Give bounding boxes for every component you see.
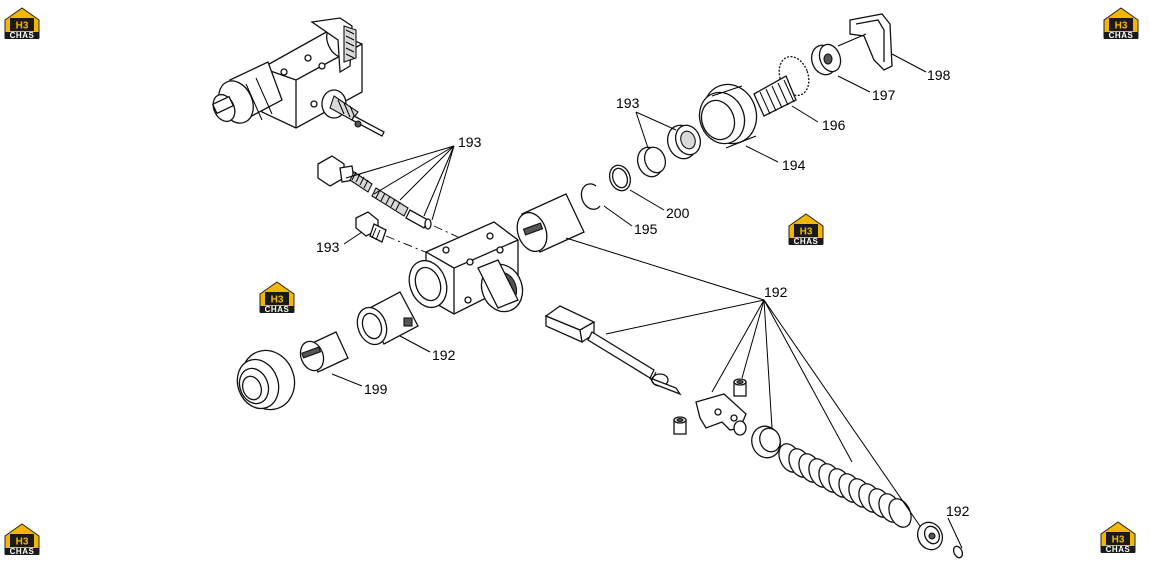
part-199-end-cap [236, 349, 296, 411]
watermark-logo-top-left: H3 CHAS [4, 7, 40, 40]
svg-text:H3: H3 [800, 227, 813, 238]
label-197: 197 [872, 87, 896, 103]
svg-text:CHAS: CHAS [1109, 31, 1134, 40]
label-199: 199 [364, 381, 388, 397]
watermark-logo-bottom-right: H3 CHAS [1100, 521, 1136, 554]
label-192-left: 192 [432, 347, 456, 363]
part-193-plug-spring-set [317, 155, 432, 230]
central-valve-body [408, 221, 524, 315]
part-192-coil-spring [778, 443, 912, 528]
label-200: 200 [666, 205, 690, 221]
part-192-plunger-rod [544, 305, 682, 396]
part-192-sleeve [356, 291, 419, 346]
svg-text:H3: H3 [271, 295, 284, 306]
watermark-logo-center-right: H3 CHAS [788, 213, 824, 246]
svg-text:CHAS: CHAS [10, 547, 35, 556]
label-193-left: 193 [316, 239, 340, 255]
part-192-small-o-ring [952, 545, 964, 559]
part-194-adjusting-ring [698, 83, 758, 149]
label-192-bottom: 192 [946, 503, 970, 519]
svg-text:CHAS: CHAS [1106, 545, 1131, 554]
leader-lines [331, 53, 963, 549]
label-193-upper-left: 193 [458, 134, 482, 150]
watermark-logo-top-right: H3 CHAS [1103, 7, 1139, 40]
part-197-nut [810, 43, 842, 76]
part-192-spring-seat [751, 425, 781, 459]
assembly-axis-line-2 [433, 225, 461, 239]
part-192-small-sleeve-upper [733, 378, 747, 397]
label-193-top: 193 [616, 95, 640, 111]
svg-text:H3: H3 [1115, 21, 1128, 32]
svg-text:CHAS: CHAS [794, 237, 819, 246]
label-198: 198 [927, 67, 951, 83]
svg-text:H3: H3 [16, 537, 29, 548]
assembled-valve-illustration [211, 17, 385, 137]
part-piston-upper [516, 193, 585, 253]
part-number-labels: 198 197 196 194 193 193 193 200 195 192 … [316, 67, 970, 519]
svg-text:CHAS: CHAS [10, 31, 35, 40]
svg-text:H3: H3 [1112, 535, 1125, 546]
label-195: 195 [634, 221, 658, 237]
watermark-logo-center-left: H3 CHAS [259, 281, 295, 314]
label-192-right: 192 [764, 284, 788, 300]
part-192-spring-retainer-plate [695, 393, 747, 436]
label-194: 194 [782, 157, 806, 173]
part-195-snap-ring [580, 183, 601, 210]
part-196-adjusting-screw [753, 55, 810, 117]
svg-text:CHAS: CHAS [265, 305, 290, 314]
part-192-end-disk [916, 521, 944, 551]
part-199-piston [299, 331, 349, 373]
part-198-clip [837, 13, 893, 71]
svg-text:H3: H3 [16, 21, 29, 32]
part-193-seal-top [636, 124, 702, 178]
part-192-small-sleeve-lower [673, 416, 687, 435]
part-193-bolt [355, 211, 387, 243]
label-196: 196 [822, 117, 846, 133]
part-200-o-ring [608, 164, 632, 192]
watermark-logo-bottom-left: H3 CHAS [4, 523, 40, 556]
